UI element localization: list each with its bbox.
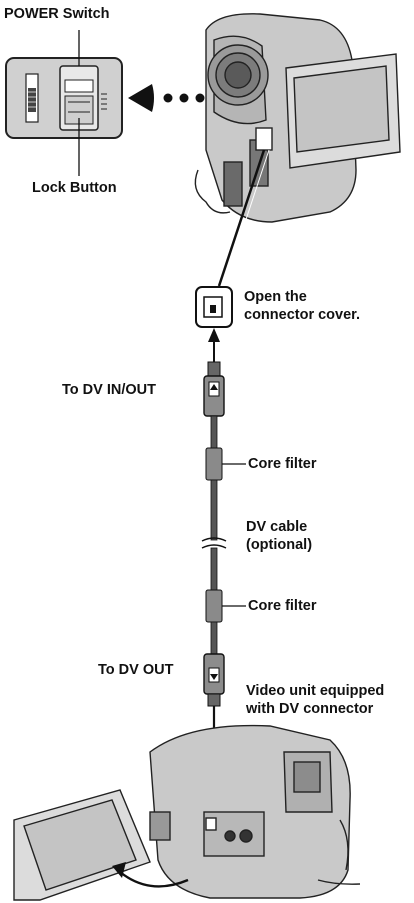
- to-dv-out-label: To DV OUT: [98, 662, 173, 679]
- camcorder-top: [195, 14, 400, 222]
- power-switch-inset: [6, 30, 122, 176]
- dv-cable-label-1: DV cable: [246, 519, 307, 536]
- core-filter-bottom-label: Core filter: [248, 598, 317, 615]
- power-switch-label: POWER Switch: [4, 6, 110, 23]
- open-cover-label-1: Open the: [244, 289, 307, 306]
- video-unit-label-1: Video unit equipped: [246, 683, 384, 700]
- camcorder-bottom: [14, 726, 360, 900]
- to-dv-inout-label: To DV IN/OUT: [62, 382, 156, 399]
- lock-button-label: Lock Button: [32, 180, 117, 197]
- core-filter-top-label: Core filter: [248, 456, 317, 473]
- open-cover-label-2: connector cover.: [244, 307, 360, 324]
- connector-cover-icon: [196, 287, 232, 327]
- video-unit-label-2: with DV connector: [246, 701, 373, 718]
- dv-cable: [202, 362, 246, 706]
- dv-cable-label-2: (optional): [246, 537, 312, 554]
